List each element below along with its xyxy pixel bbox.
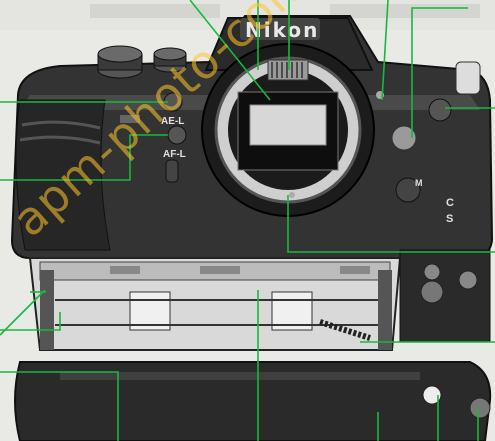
- hand-grip: [15, 99, 140, 251]
- top-dials: [97, 45, 187, 79]
- lock-buttons: AE-L AF-L: [161, 92, 187, 183]
- focus-mode-m: M: [415, 178, 423, 188]
- battery-cover: [14, 361, 492, 441]
- base-plate: [399, 249, 491, 343]
- battery-compartment: [28, 257, 402, 351]
- lens-mount: [201, 43, 384, 217]
- af-lock-label: AF-L: [163, 149, 186, 160]
- right-controls: M C S: [391, 61, 481, 225]
- focus-mode-s: S: [446, 213, 453, 225]
- ae-lock-label: AE-L: [161, 116, 184, 127]
- brand-logo: Nikon: [245, 18, 319, 42]
- focus-mode-c: C: [446, 197, 454, 209]
